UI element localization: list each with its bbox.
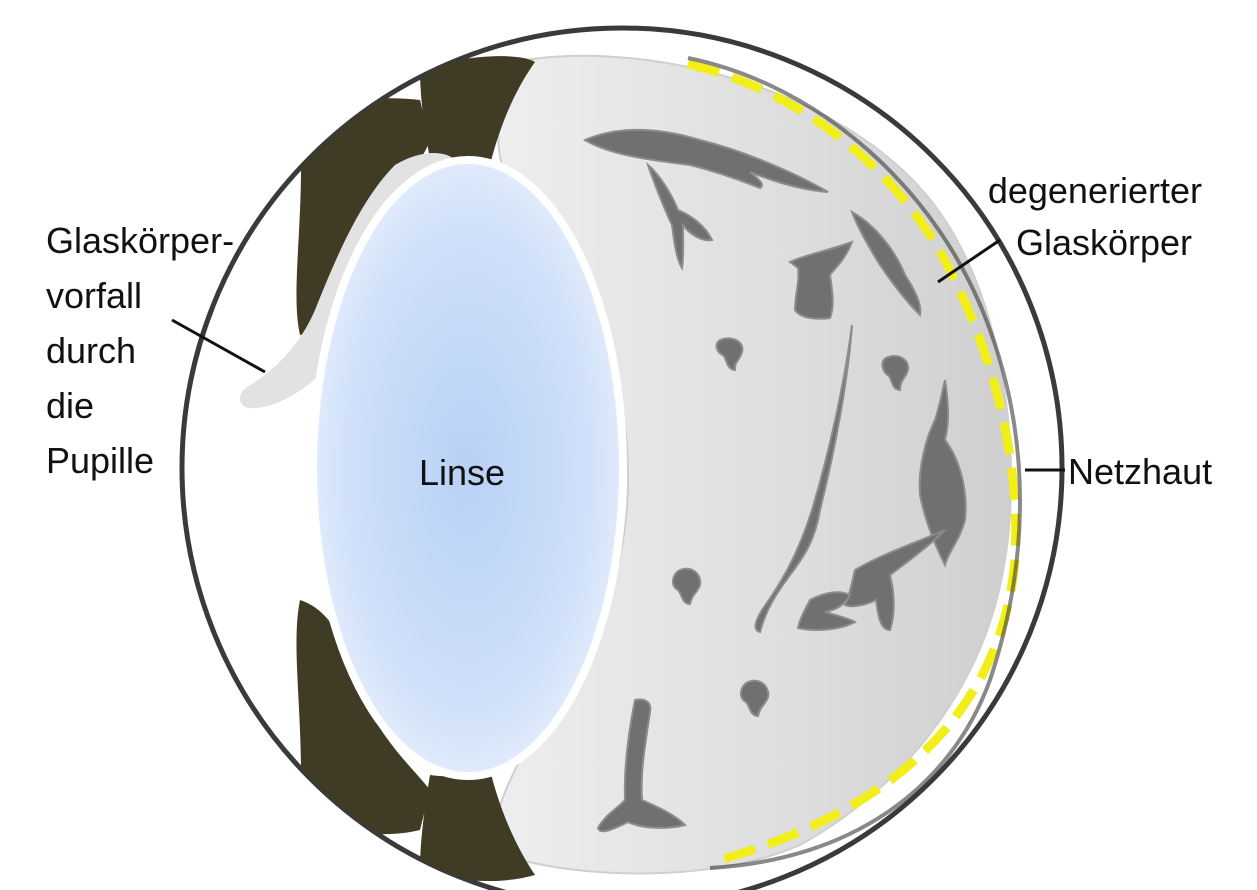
ciliary-top: [420, 56, 535, 165]
ciliary-bottom: [420, 770, 535, 882]
iris-bottom: [296, 600, 430, 835]
prolapse-leader-line: [171, 318, 266, 374]
label-degenerated-vitreous: degenerierter Glaskörper: [988, 170, 1212, 263]
vitreous-leader-line: [937, 238, 1001, 284]
label-lens: Linse: [419, 452, 505, 493]
retina-outline: [687, 56, 1022, 870]
label-retina: Netzhaut: [1068, 451, 1212, 492]
label-vitreous-prolapse: Glaskörper- vorfall durch die Pupille: [46, 220, 244, 481]
lens: [309, 156, 627, 780]
vitreous-floaters: [582, 128, 967, 833]
retina-dashed-line: [686, 59, 1021, 865]
